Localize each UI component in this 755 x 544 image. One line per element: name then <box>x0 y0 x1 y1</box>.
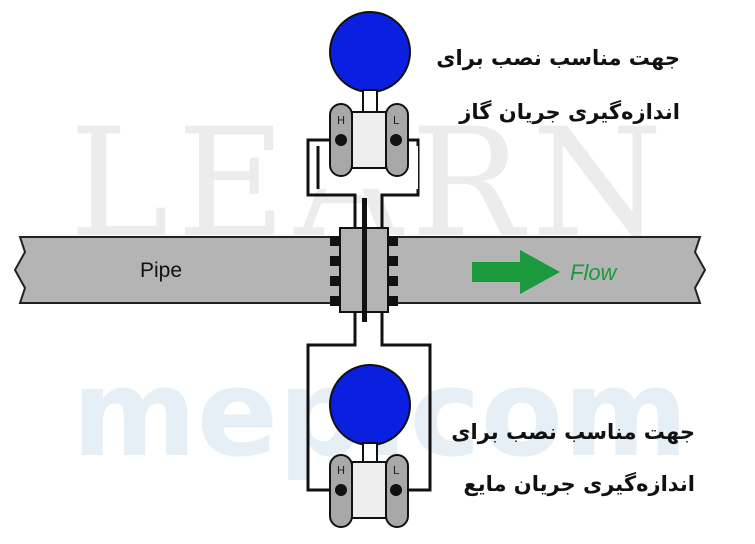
caption-gas-line2: اندازه‌گیری جریان گاز <box>459 100 680 124</box>
gauge-bottom <box>329 364 411 446</box>
flow-label: Flow <box>570 260 619 285</box>
transmitter-top: H L <box>329 11 411 177</box>
caption-liquid-line1: جهت مناسب نصب برای <box>451 420 695 444</box>
caption-gas-line1: جهت مناسب نصب برای <box>436 46 680 70</box>
gauge-top <box>329 11 411 93</box>
pipe-label: Pipe <box>140 259 182 282</box>
transmitter-bottom: H L <box>329 364 411 528</box>
flow-arrow-icon <box>472 250 560 294</box>
high-label: H <box>337 114 345 127</box>
high-label: H <box>337 464 345 477</box>
orifice-flange <box>330 198 398 322</box>
impulse-lines-bottom <box>306 308 432 492</box>
low-label: L <box>393 464 400 477</box>
caption-liquid-line2: اندازه‌گیری جریان مایع <box>463 472 695 496</box>
low-label: L <box>393 114 400 127</box>
